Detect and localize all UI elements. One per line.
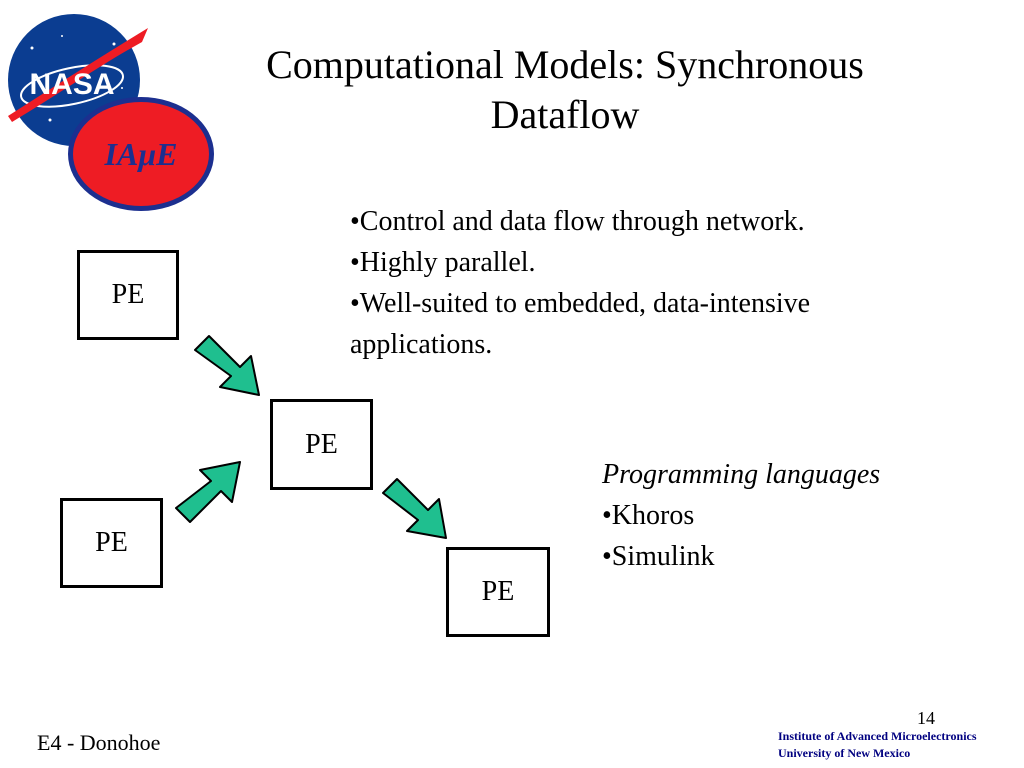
language-item: •Simulink	[602, 541, 715, 572]
iame-logo: IAμE	[68, 97, 214, 211]
slide-number: 14	[917, 708, 935, 728]
footer-author: E4 - Donohoe	[37, 730, 161, 755]
flow-arrow	[382, 478, 447, 539]
feature-bullet-list: •Control and data flow through network. …	[350, 201, 950, 365]
pe-node: PE	[77, 250, 179, 340]
flow-arrow	[194, 335, 260, 396]
iame-wordmark: IAμE	[104, 136, 178, 172]
nasa-logo: NASA	[8, 14, 148, 146]
flow-arrow	[175, 461, 241, 523]
pe-node: PE	[270, 399, 373, 490]
university-name: University of New Mexico	[778, 746, 911, 760]
language-item: •Khoros	[602, 500, 695, 531]
bullet-item: •Highly parallel.	[350, 247, 536, 278]
slide-title: Computational Models: Synchronous Datafl…	[266, 42, 864, 137]
bullet-item: •Control and data flow through network.	[350, 206, 805, 237]
programming-languages-list: Programming languages •Khoros •Simulink	[602, 454, 1002, 577]
institute-name: Institute of Advanced Microelectronics	[778, 729, 977, 743]
pe-node: PE	[60, 498, 163, 588]
pe-node: PE	[446, 547, 550, 637]
programming-languages-heading: Programming languages	[602, 459, 881, 490]
nasa-wordmark: NASA	[29, 68, 114, 101]
bullet-item: •Well-suited to embedded, data-intensive…	[350, 288, 811, 360]
